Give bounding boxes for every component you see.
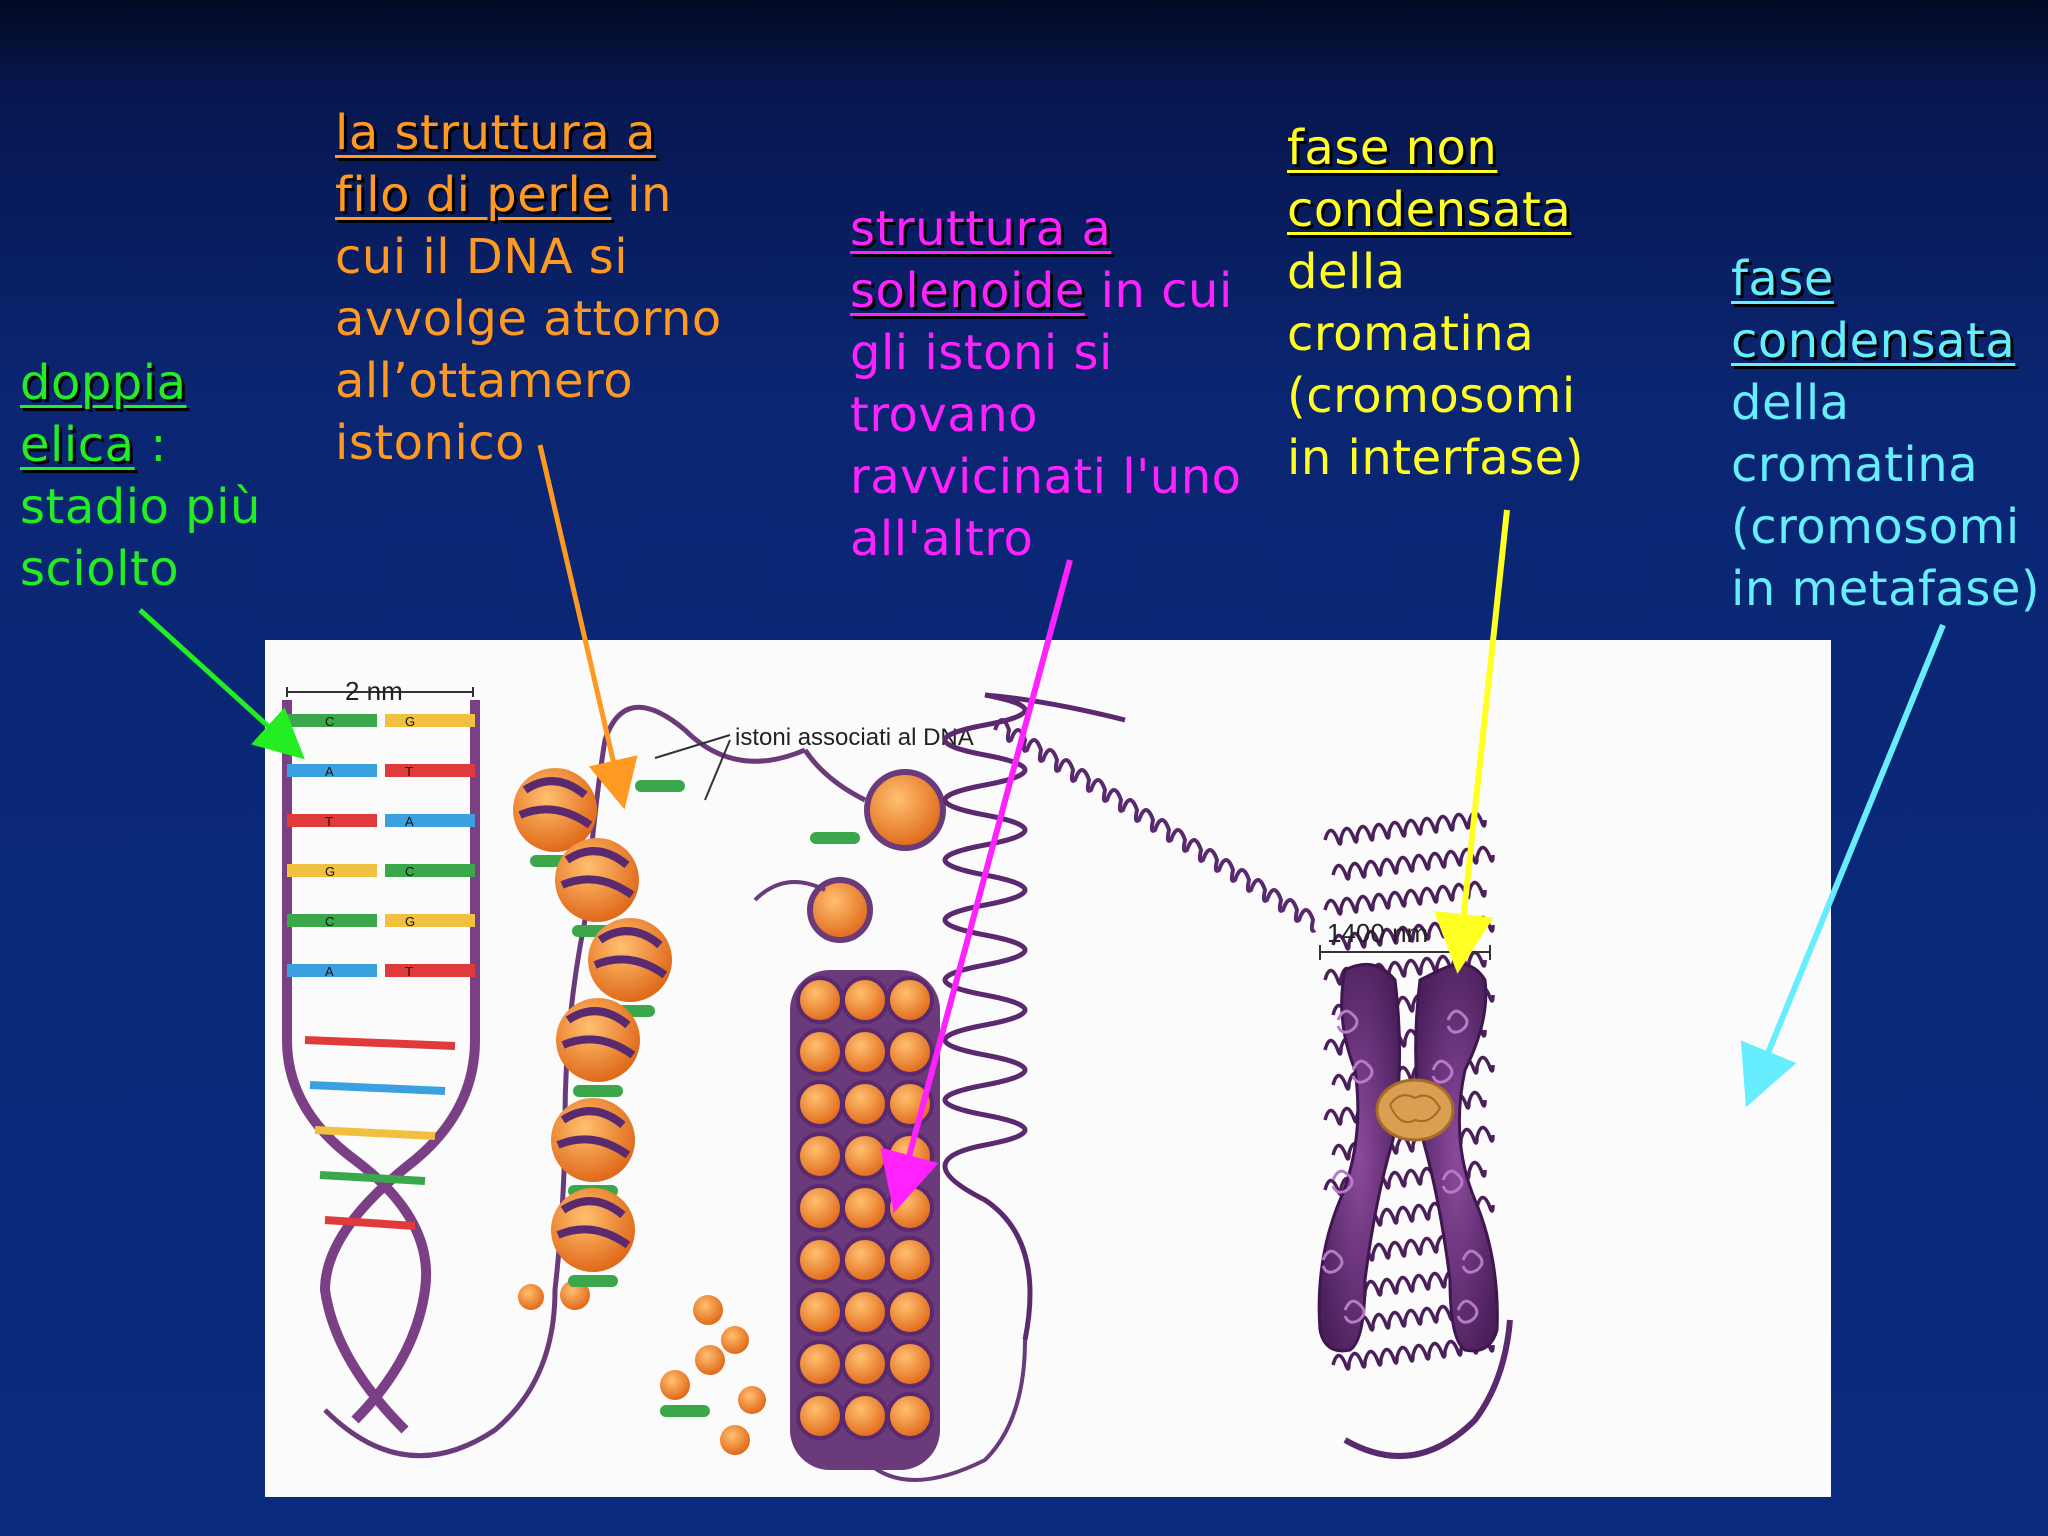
base-bar <box>385 964 475 977</box>
label-text: istonico <box>335 415 526 471</box>
base-letter: C <box>325 914 334 929</box>
centromere <box>1375 1078 1455 1142</box>
link-struttura-a[interactable]: struttura a <box>850 201 1112 257</box>
chromatid-coil <box>1431 1059 1454 1084</box>
label-text: cui il DNA si <box>335 229 629 285</box>
link-filo-di-perle[interactable]: filo di perle <box>335 167 612 223</box>
label-beads-on-string: la struttura a filo di perle in cui il D… <box>335 102 722 474</box>
label-text: in cui <box>1084 263 1233 319</box>
label-text: gli istoni si <box>850 325 1113 381</box>
base-bar <box>287 864 377 877</box>
base-letter: C <box>405 864 414 879</box>
histone-label-text: istoni associati al DNA <box>735 724 974 751</box>
label-text: cromatina <box>1287 306 1535 362</box>
arrow-cyan <box>1740 623 1946 1108</box>
label-text: (cromosomi <box>1731 499 2020 555</box>
label-text: della <box>1731 375 1850 431</box>
base-bar <box>385 714 475 727</box>
label-interphase: fase non condensata della cromatina (cro… <box>1287 117 1584 489</box>
looped-fiber <box>942 692 1317 1341</box>
label-text: in metafase) <box>1731 561 2041 617</box>
label-text: sciolto <box>20 541 180 597</box>
base-bar <box>385 864 475 877</box>
chromatin-figure: 2 nm C G A T T A G C C G A T <box>265 640 1831 1497</box>
label-text: stadio più <box>20 479 261 535</box>
chromatid-coil <box>1336 1009 1359 1034</box>
label-text: della <box>1287 244 1406 300</box>
base-bar <box>287 914 377 927</box>
base-letter: G <box>325 864 335 879</box>
solenoid-histone <box>886 1028 934 1076</box>
base-letter: G <box>405 714 415 729</box>
chromatid-coil <box>1343 1299 1366 1324</box>
solenoid-histone <box>886 1236 934 1284</box>
chromatid-coil <box>1321 1249 1344 1274</box>
nucleosome-chain <box>323 704 860 1459</box>
link-fase[interactable]: fase <box>1731 251 1834 307</box>
scale-1400nm-text: 1400 nm <box>1327 918 1428 948</box>
link-doppia[interactable]: doppia <box>20 355 187 411</box>
label-text: avvolge attorno <box>335 291 722 347</box>
base-letter: C <box>325 714 334 729</box>
chromatid-coil <box>1351 1059 1374 1084</box>
link-condensata-metaphase[interactable]: condensata <box>1731 313 2016 369</box>
arrow-yellow <box>1433 509 1510 974</box>
link-condensata[interactable]: condensata <box>1287 182 1572 238</box>
base-letter: T <box>405 964 413 979</box>
base-bar <box>385 764 475 777</box>
base-letter: G <box>405 914 415 929</box>
coil-row <box>1323 880 1487 916</box>
label-double-helix: doppia elica : stadio più sciolto <box>20 352 261 600</box>
base-letter: A <box>325 764 334 779</box>
link-fase-non[interactable]: fase non <box>1287 120 1498 176</box>
solenoid-fiber <box>753 748 1027 1482</box>
histone-label: istoni associati al DNA <box>654 724 974 801</box>
base-bar <box>385 914 475 927</box>
base-letter: T <box>325 814 333 829</box>
label-text: (cromosomi <box>1287 368 1576 424</box>
label-text: trovano <box>850 387 1038 443</box>
base-bar <box>287 964 377 977</box>
solenoid-histone <box>886 1288 934 1336</box>
solenoid-histone <box>886 976 934 1024</box>
arrow-green <box>138 608 305 760</box>
chromatin-illustration: 2 nm C G A T T A G C C G A T <box>282 676 1513 1482</box>
dna-ladder: C G A T T A G C C G A T <box>282 700 480 1434</box>
label-text: all’ottamero <box>335 353 634 409</box>
label-text: : <box>134 417 167 473</box>
base-bar <box>385 814 475 827</box>
base-bar <box>287 764 377 777</box>
chromatid-coil <box>1441 1169 1464 1194</box>
link-struttura[interactable]: la struttura a <box>335 105 656 161</box>
base-letter: A <box>325 964 334 979</box>
chromatid-coil <box>1461 1249 1484 1274</box>
metaphase-chromosome <box>1317 962 1499 1353</box>
chromatid-coil <box>1446 1009 1469 1034</box>
link-solenoide[interactable]: solenoide <box>850 263 1085 319</box>
label-text: in <box>611 167 672 223</box>
base-letter: T <box>405 764 413 779</box>
label-text: cromatina <box>1731 437 1979 493</box>
label-text: ravvicinati l'uno <box>850 449 1242 505</box>
chromatid-coil <box>1456 1299 1479 1324</box>
chromatid-coil <box>1331 1169 1354 1194</box>
label-text: all'altro <box>850 511 1034 567</box>
label-text: in interfase) <box>1287 430 1584 486</box>
base-bar <box>287 814 377 827</box>
label-solenoid: struttura a solenoide in cui gli istoni … <box>850 198 1242 570</box>
arrow-orange <box>537 444 638 810</box>
base-letter: A <box>405 814 414 829</box>
scale-2nm-text: 2 nm <box>345 676 403 706</box>
solenoid-histone <box>886 1392 934 1440</box>
free-histones <box>518 1280 766 1455</box>
solenoid-histone <box>886 1340 934 1388</box>
base-bar <box>287 714 377 727</box>
label-metaphase: fase condensata della cromatina (cromoso… <box>1731 248 2040 620</box>
link-elica[interactable]: elica <box>20 417 135 473</box>
coil-row <box>1323 810 1487 846</box>
scale-2nm: 2 nm <box>286 676 474 706</box>
arrow-magenta <box>880 559 1073 1214</box>
